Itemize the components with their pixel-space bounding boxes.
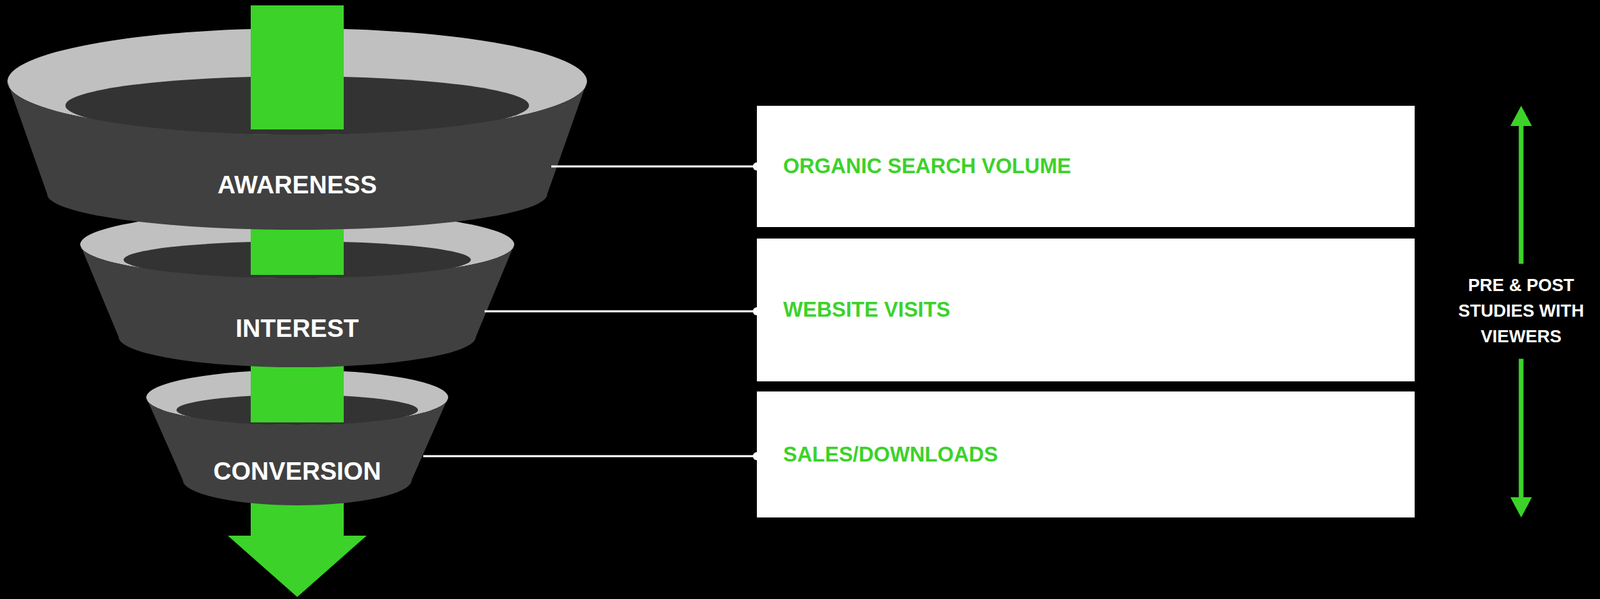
funnel-band <box>146 397 449 506</box>
funnel-band <box>7 81 588 230</box>
leader-line <box>484 307 761 316</box>
leader-line <box>551 162 761 171</box>
metric-box: ORGANIC SEARCH VOLUME <box>756 105 1415 228</box>
leader-line <box>423 452 761 461</box>
funnel-stage: INTEREST <box>109 296 485 361</box>
funnel-stage: AWARENESS <box>43 151 552 220</box>
stage-label: AWARENESS <box>217 171 377 200</box>
range-arrow <box>1519 123 1524 264</box>
range-arrowhead <box>1510 497 1532 518</box>
funnel-stage: CONVERSION <box>171 441 424 503</box>
range-arrowhead <box>1510 105 1532 127</box>
metric-label: WEBSITE VISITS <box>783 297 951 323</box>
metric-box: SALES/DOWNLOADS <box>756 391 1415 518</box>
stage-label: CONVERSION <box>213 457 382 486</box>
flow-arrowhead <box>227 535 367 598</box>
stage-label: INTEREST <box>235 314 360 344</box>
side-note: PRE & POST STUDIES WITH VIEWERS <box>1448 272 1594 350</box>
range-arrow <box>1519 359 1524 501</box>
metric-label: ORGANIC SEARCH VOLUME <box>783 154 1071 179</box>
metric-box: WEBSITE VISITS <box>756 238 1415 382</box>
flow-bar <box>250 5 344 130</box>
metric-label: SALES/DOWNLOADS <box>783 442 999 468</box>
funnel-band <box>80 244 515 368</box>
